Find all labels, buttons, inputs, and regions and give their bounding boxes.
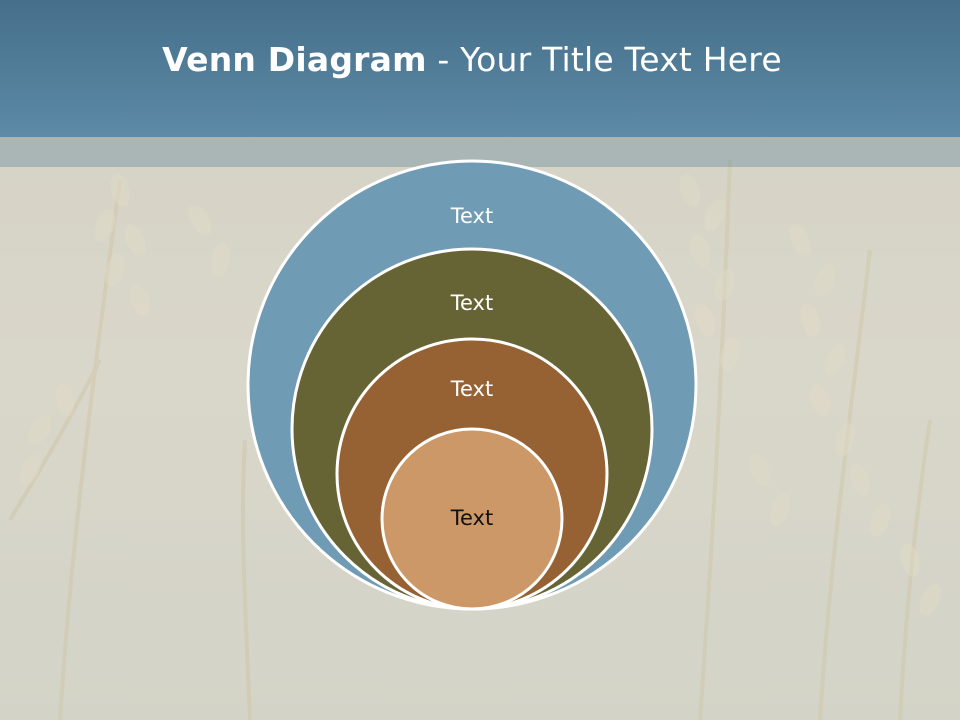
slide-title-bold: Venn Diagram [162,40,427,79]
circle-level-1-label: Text [450,204,493,228]
slide-title-rest: - Your Title Text Here [426,40,782,79]
circle-level-4 [380,427,564,611]
slide-title: Venn Diagram - Your Title Text Here [0,40,944,79]
circle-level-2-label: Text [450,291,493,315]
title-bar [0,0,960,137]
circle-level-4-label: Text [450,506,493,530]
circle-level-3-label: Text [450,377,493,401]
